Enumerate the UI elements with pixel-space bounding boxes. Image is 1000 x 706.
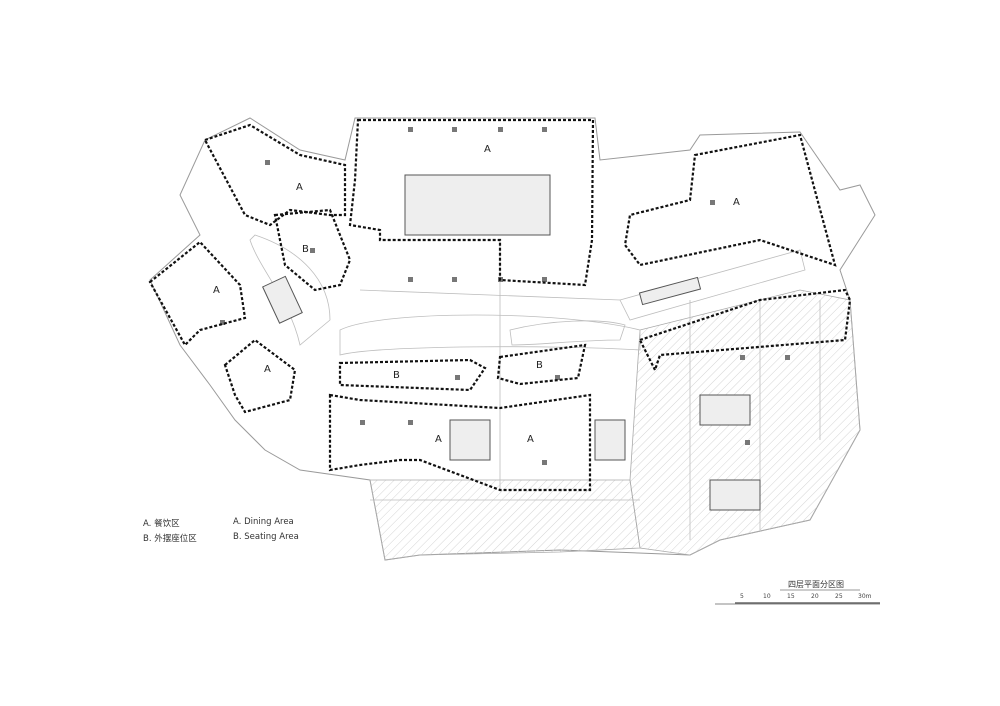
legend-b-cn: B. 外摆座位区 [143,534,197,544]
legend-a-en: A. Dining Area [233,517,294,527]
zone-b-left [273,208,352,292]
zone-boundaries [148,118,852,492]
zone-label-a: A [213,285,220,296]
plan-title: 四层平面分区图 [788,580,844,589]
zone-labels: A A A A A A A B B B [213,144,740,445]
zone-a-bottom-center [328,393,592,492]
scale-tick: 25 [835,593,843,600]
zone-label-a: A [435,434,442,445]
zone-label-b: B [536,360,543,371]
zone-a-top-center [348,118,595,287]
zone-label-a: A [527,434,534,445]
zone-label-a: A [264,364,271,375]
zone-label-a: A [733,197,740,208]
scale-tick: 30m [858,593,872,600]
zone-b-center [338,358,487,392]
zone-label-a: A [484,144,491,155]
scale-tick: 20 [811,593,819,600]
scale-tick: 15 [787,593,795,600]
legend-b-en: B. Seating Area [233,532,299,542]
zone-label-a: A [296,182,303,193]
zone-a-left [148,240,247,347]
zone-a-top-left [203,123,347,227]
zone-b-right [496,343,587,386]
zone-label-b: B [302,244,309,255]
zone-a-top-right [623,133,837,267]
scale-tick: 10 [763,593,771,600]
zone-right [638,288,852,373]
legend-a-cn: A. 餐饮区 [143,519,180,529]
service-cores [262,174,761,511]
scale-tick: 5 [740,593,744,600]
scale-bar [715,589,880,605]
zone-a-left-lower [223,338,297,414]
zone-label-b: B [393,370,400,381]
